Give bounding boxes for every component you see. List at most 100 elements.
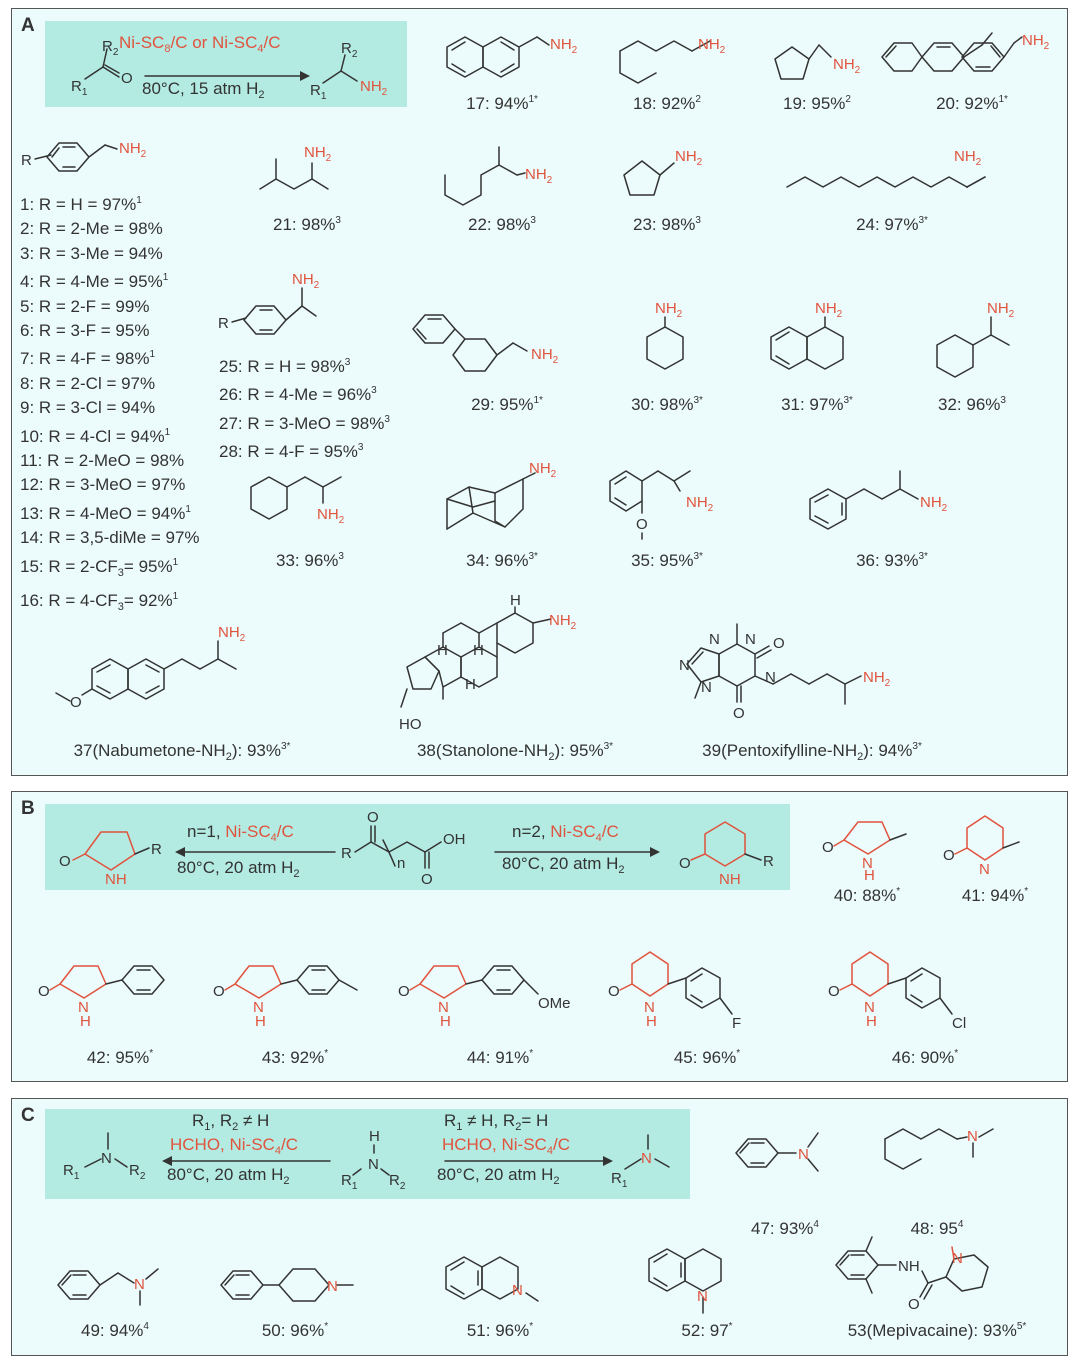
label-29: 29: 95%1* [471, 395, 543, 414]
label-46: 46: 90%* [891, 1048, 959, 1067]
svg-text:NH2: NH2 [292, 271, 320, 291]
svg-text:N: N [101, 1150, 112, 1167]
svg-text:H: H [465, 676, 476, 693]
structure-32: NH2 [936, 300, 1015, 378]
reaction-c-scheme: R1 N R2 H N R1 R2 R1 N [63, 1128, 670, 1192]
label-53: 53(Mepivacaine): 93%5* [847, 1321, 1027, 1340]
label-22: 22: 98%3 [468, 215, 536, 234]
label-49: 49: 94%4 [81, 1321, 149, 1340]
svg-text:O: O [398, 983, 410, 1000]
r2-label-left: R2 [102, 38, 119, 58]
reaction-b-right-top: n=2, Ni-SC4/C [512, 822, 619, 844]
svg-text:NH2: NH2 [675, 148, 703, 168]
structure-31: NH2 [770, 300, 844, 370]
label-51: 51: 96%* [466, 1321, 534, 1340]
label-18: 18: 92%2 [633, 94, 701, 113]
structure-39: N N N N N O O NH2 [679, 623, 891, 722]
structure-48: N [884, 1128, 994, 1170]
svg-text:O: O [773, 635, 785, 652]
structure-29: NH2 [412, 314, 559, 372]
svg-text:NH2: NH2 [119, 140, 147, 160]
label-33: 33: 96%3 [276, 551, 344, 570]
list-item: 8: R = 2-Cl = 97% [20, 373, 156, 393]
structure-46: O N H Cl [828, 951, 966, 1032]
structure-17: NH2 [446, 36, 578, 78]
svg-text:N: N [967, 1128, 978, 1145]
panel-label-b: B [21, 798, 35, 819]
svg-text:O: O [679, 855, 691, 872]
svg-text:H: H [646, 1013, 657, 1030]
svg-text:HO: HO [399, 716, 422, 733]
o-label: O [121, 70, 133, 87]
svg-text:N: N [78, 999, 89, 1016]
label-52: 52: 97* [681, 1321, 733, 1340]
svg-text:NH2: NH2 [815, 300, 843, 320]
svg-text:N: N [368, 1156, 379, 1173]
svg-text:O: O [636, 516, 648, 533]
label-21: 21: 98%3 [273, 215, 341, 234]
svg-text:N: N [745, 631, 756, 648]
label-43: 43: 92%* [261, 1048, 329, 1067]
list-item: 5: R = 2-F = 99% [20, 296, 150, 316]
svg-text:O: O [38, 983, 50, 1000]
reaction-b-left-top: n=1, Ni-SC4/C [187, 822, 294, 844]
svg-text:N: N [709, 631, 720, 648]
svg-text:N: N [864, 999, 875, 1016]
panel-b: B O NH R R O n OH O O NH R n=1, Ni-SC4/C… [11, 791, 1068, 1082]
svg-text:R1: R1 [341, 1172, 358, 1192]
svg-text:N: N [512, 1282, 523, 1299]
svg-text:N: N [253, 999, 264, 1016]
svg-text:NH2: NH2 [655, 300, 683, 320]
svg-text:H: H [437, 642, 448, 659]
panel-label-a: A [21, 15, 35, 36]
label-31: 31: 97%3* [781, 395, 853, 414]
svg-text:O: O [367, 809, 379, 826]
svg-text:NH2: NH2 [218, 624, 246, 644]
svg-text:R: R [341, 845, 352, 862]
structure-18: NH2 [619, 36, 726, 84]
svg-text:R: R [763, 853, 774, 870]
nh2-product: NH2 [360, 78, 388, 98]
svg-text:NH2: NH2 [549, 612, 577, 632]
svg-text:H: H [80, 1013, 91, 1030]
list-item: 26: R = 4-Me = 96%3 [219, 385, 377, 405]
svg-text:O: O [59, 853, 71, 870]
svg-text:NH2: NH2 [525, 166, 553, 186]
svg-text:NH2: NH2 [550, 36, 578, 56]
list-item: 13: R = 4-MeO = 94%1 [20, 503, 191, 523]
svg-text:O: O [822, 839, 834, 856]
list-item: 28: R = 4-F = 95%3 [219, 442, 364, 462]
structure-19: NH2 [774, 44, 861, 80]
list-item: 1: R = H = 97%1 [20, 195, 142, 214]
label-44: 44: 91%* [466, 1048, 534, 1067]
label-23: 23: 98%3 [633, 215, 701, 234]
list-item: 25: R = H = 98%3 [219, 357, 351, 376]
svg-text:NH2: NH2 [1022, 32, 1050, 52]
structure-51: N [445, 1256, 539, 1302]
svg-text:O: O [908, 1296, 920, 1313]
structure-40: O N H [822, 821, 907, 880]
svg-text:N: N [679, 657, 690, 674]
svg-text:NH2: NH2 [987, 300, 1015, 320]
svg-text:R2: R2 [389, 1172, 406, 1192]
label-42: 42: 95%* [86, 1048, 154, 1067]
reaction-c-box [45, 1109, 690, 1199]
structure-20-ring2 [961, 36, 1023, 72]
svg-text:n: n [397, 855, 405, 872]
reaction-c-right-mid: HCHO, Ni-SC4/C [442, 1135, 570, 1157]
svg-text:H: H [864, 867, 875, 880]
structure-24: NH2 [786, 148, 986, 188]
reaction-c-left-top: R1, R2 ≠ H [192, 1111, 270, 1133]
label-37: 37(Nabumetone-NH2): 93%3* [73, 741, 291, 763]
list-item: 11: R = 2-MeO = 98% [20, 451, 185, 471]
label-41: 41: 94%* [961, 886, 1029, 905]
label-17: 17: 94%1* [466, 94, 538, 113]
svg-text:N: N [644, 999, 655, 1016]
structure-38: H H H H HO NH2 [399, 592, 577, 733]
label-36: 36: 93%3* [856, 551, 928, 570]
svg-text:O: O [733, 705, 745, 722]
label-40: 40: 88%* [833, 886, 901, 905]
structure-43: O N H [213, 965, 358, 1030]
svg-text:N: N [979, 861, 990, 878]
svg-text:NH2: NH2 [954, 148, 982, 168]
